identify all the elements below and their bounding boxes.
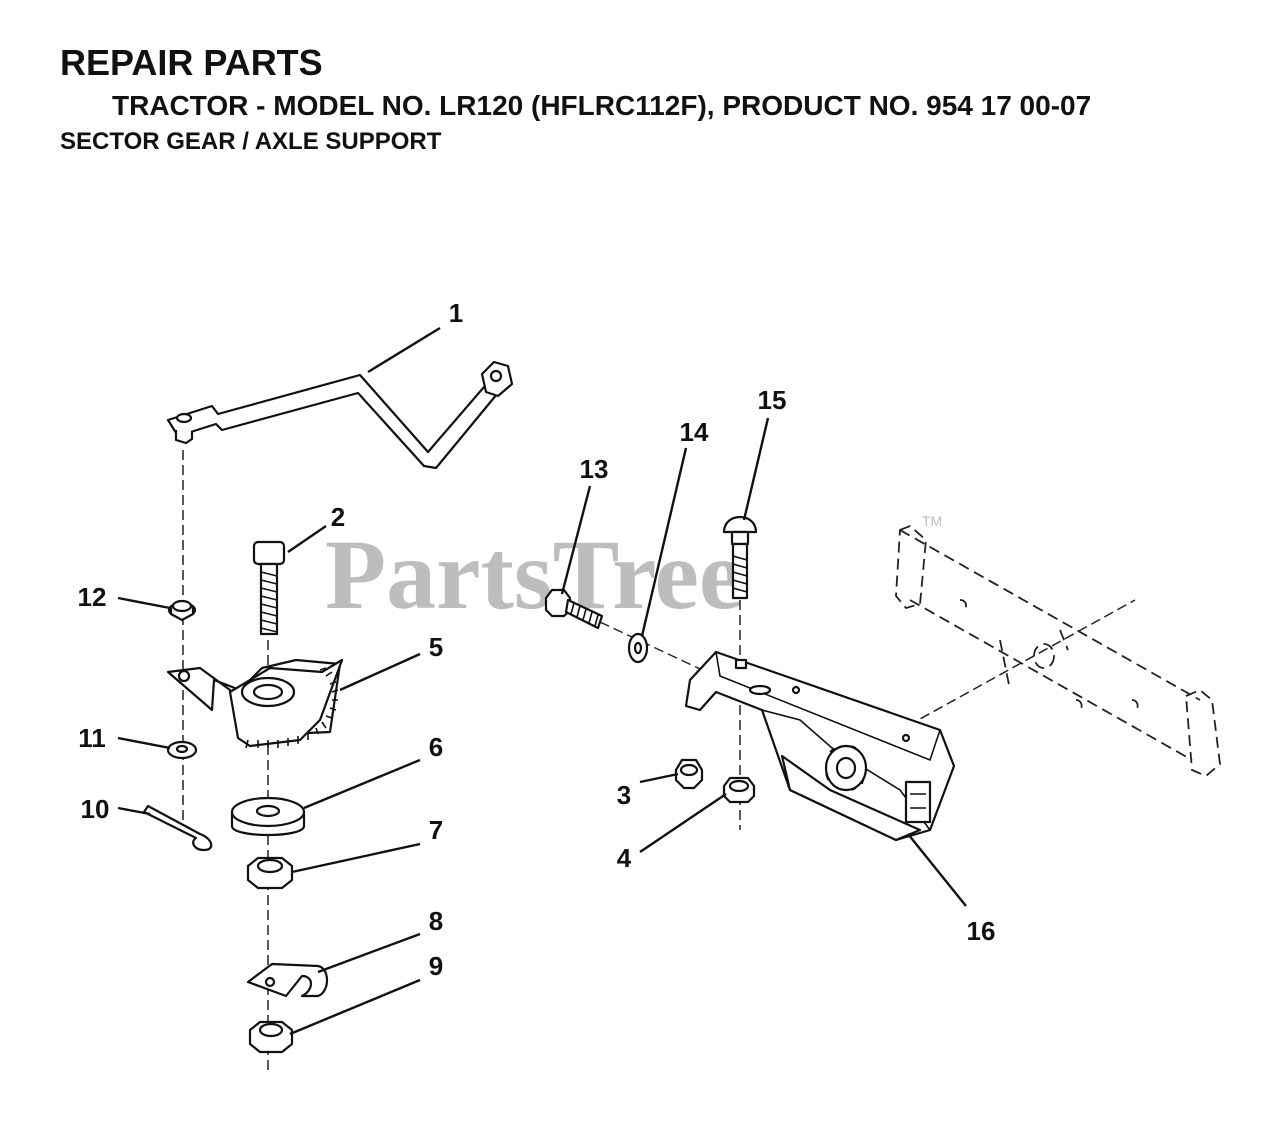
callout-9: 9 — [429, 951, 443, 981]
callout-10: 10 — [81, 794, 110, 824]
nut-3-part — [674, 758, 704, 790]
callout-2: 2 — [331, 502, 345, 532]
shoulder-bolt-part — [252, 540, 286, 636]
drag-link-part — [166, 360, 514, 470]
callout-4: 4 — [617, 843, 632, 873]
callout-11: 11 — [78, 723, 106, 753]
watermark-trademark: TM — [922, 513, 942, 529]
nut-4-part — [722, 776, 756, 804]
callout-16: 16 — [967, 916, 996, 946]
hex-nut-small-part — [248, 1020, 294, 1054]
hex-nut-large-part — [246, 856, 294, 890]
callout-6: 6 — [429, 732, 443, 762]
callout-7: 7 — [429, 815, 443, 845]
callout-5: 5 — [429, 632, 443, 662]
axle-support-part — [684, 650, 956, 842]
model-subtitle: TRACTOR - MODEL NO. LR120 (HFLRC112F), P… — [112, 90, 1092, 121]
callout-3: 3 — [617, 780, 631, 810]
callout-1: 1 — [449, 298, 463, 328]
leader-lines — [117, 326, 967, 1036]
washer-14-part — [627, 632, 649, 664]
callout-8: 8 — [429, 906, 443, 936]
callout-13: 13 — [580, 454, 609, 484]
centerline-bolt13 — [599, 621, 716, 677]
callout-15: 15 — [758, 385, 787, 415]
section-title: SECTOR GEAR / AXLE SUPPORT — [60, 128, 442, 155]
spacer-washer-part — [230, 796, 306, 837]
clip-part — [246, 962, 329, 998]
washer-small-part — [166, 740, 198, 760]
watermark-text: PartsTree — [325, 519, 743, 630]
callout-12: 12 — [78, 582, 107, 612]
axle-phantom-part — [895, 524, 1221, 778]
page-title: REPAIR PARTS — [60, 42, 323, 83]
cotter-pin-part — [142, 804, 213, 852]
bolt-13-part — [544, 588, 604, 630]
callout-14: 14 — [680, 417, 709, 447]
carriage-bolt-part — [722, 516, 758, 600]
flange-nut-part — [167, 599, 197, 622]
sector-gear-part — [166, 658, 344, 749]
